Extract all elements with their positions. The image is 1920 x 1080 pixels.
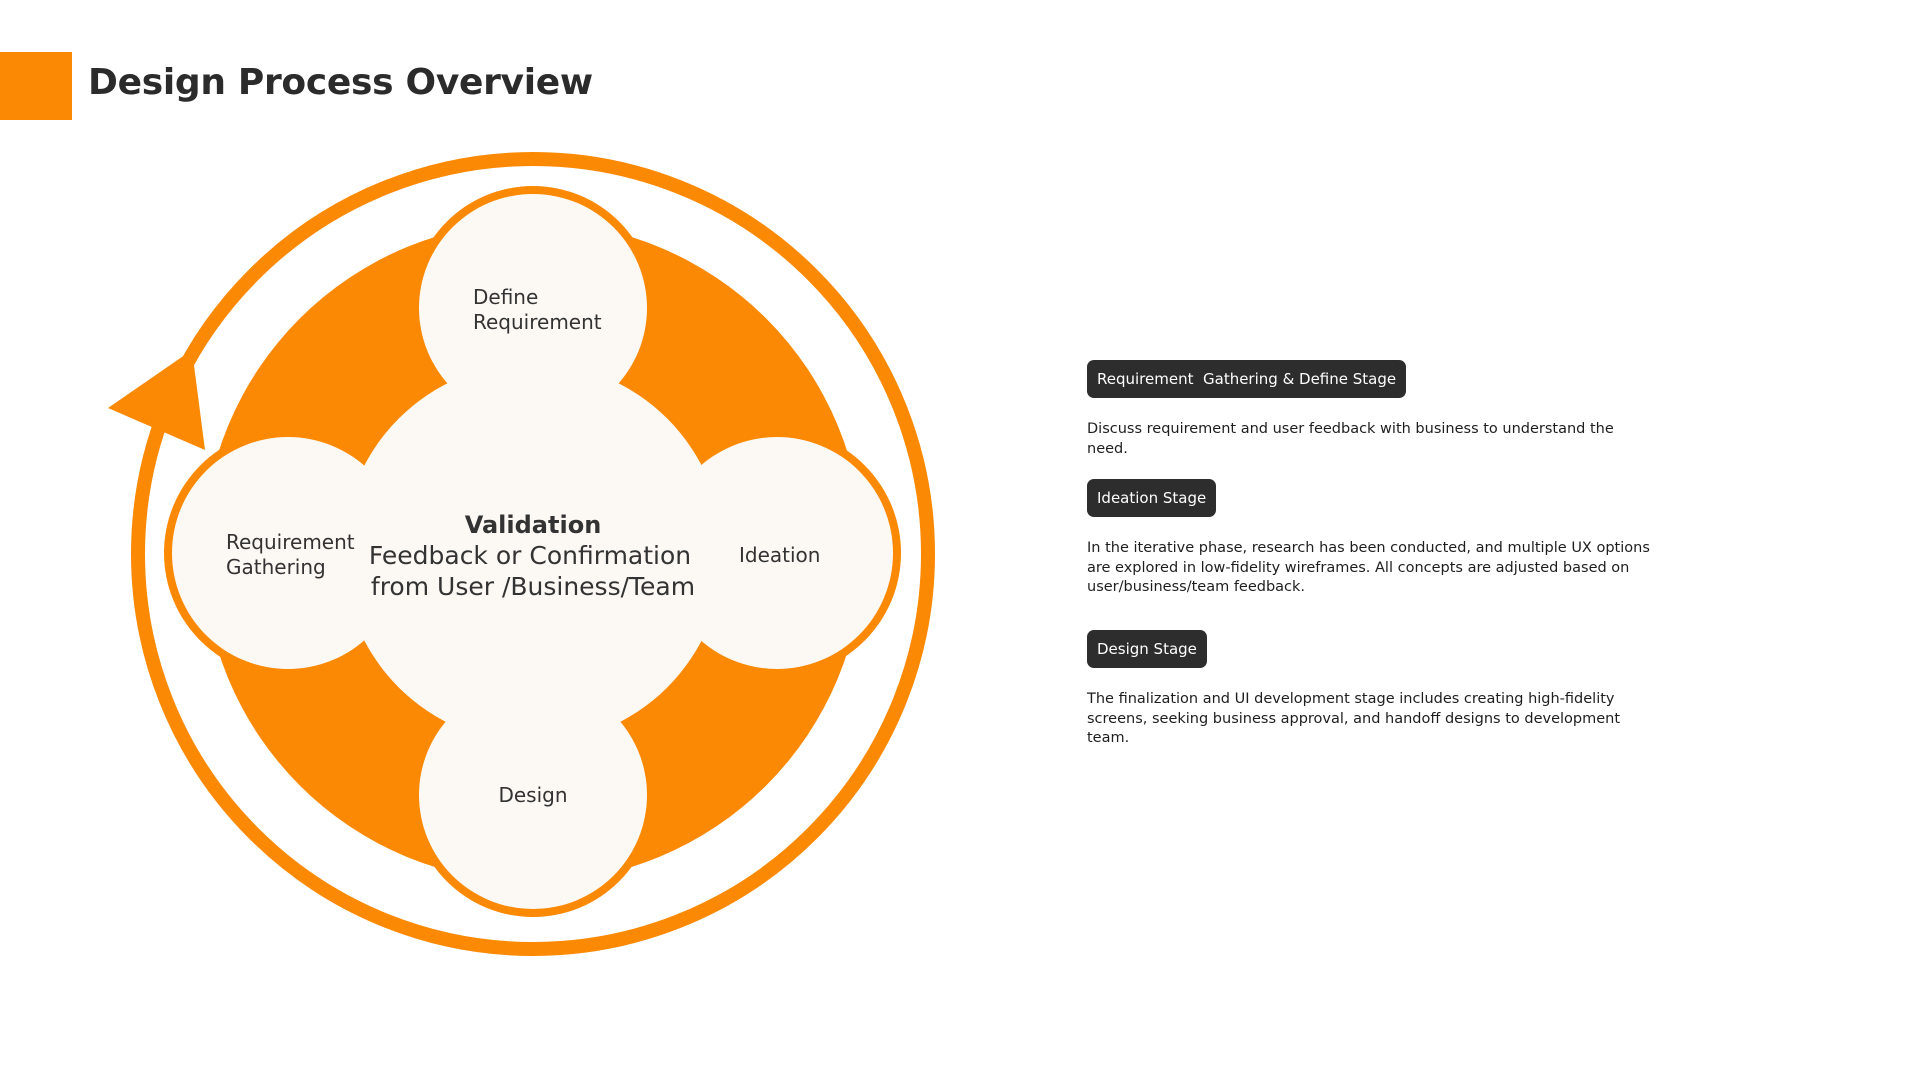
stage-item-design: Design Stage The finalization and UI dev…	[1087, 630, 1657, 749]
node-right-label: Ideation	[739, 543, 820, 567]
stage-badge-design: Design Stage	[1087, 630, 1207, 668]
design-process-diagram: Define Requirement Requirement Gathering…	[108, 152, 935, 956]
node-left-requirement-gathering	[172, 437, 404, 669]
node-bottom-label: Design	[498, 783, 567, 807]
stage-description-ideation: In the iterative phase, research has bee…	[1087, 540, 1650, 595]
node-bottom-design	[419, 681, 647, 909]
center-subtitle-line1: Feedback or Confirmation	[369, 541, 691, 570]
node-right-ideation	[661, 437, 893, 669]
stage-description-design: The finalization and UI development stag…	[1087, 691, 1621, 746]
center-subtitle-line2: from User /Business/Team	[371, 572, 695, 601]
stage-badge-ideation: Ideation Stage	[1087, 479, 1217, 517]
node-top-label-line2: Requirement	[473, 310, 602, 334]
node-left-label-line2: Gathering	[226, 555, 326, 579]
cycle-arrow-icon	[108, 350, 205, 450]
stage-item-ideation: Ideation Stage In the iterative phase, r…	[1087, 479, 1657, 598]
stage-badge-requirement: Requirement Gathering & Define Stage	[1087, 360, 1407, 398]
center-validation-disc	[343, 363, 723, 743]
node-left-label-line1: Requirement	[226, 530, 355, 554]
node-top-label-line1: Define	[473, 285, 538, 309]
center-title: Validation	[465, 511, 602, 539]
node-top-define-requirement	[419, 194, 647, 422]
page-title: Design Process Overview	[88, 62, 593, 103]
stage-description-requirement: Discuss requirement and user feedback wi…	[1087, 421, 1614, 457]
title-accent-block	[0, 52, 72, 120]
outer-cycle-ring	[131, 152, 935, 956]
stage-item-requirement: Requirement Gathering & Define Stage Dis…	[1087, 360, 1657, 459]
